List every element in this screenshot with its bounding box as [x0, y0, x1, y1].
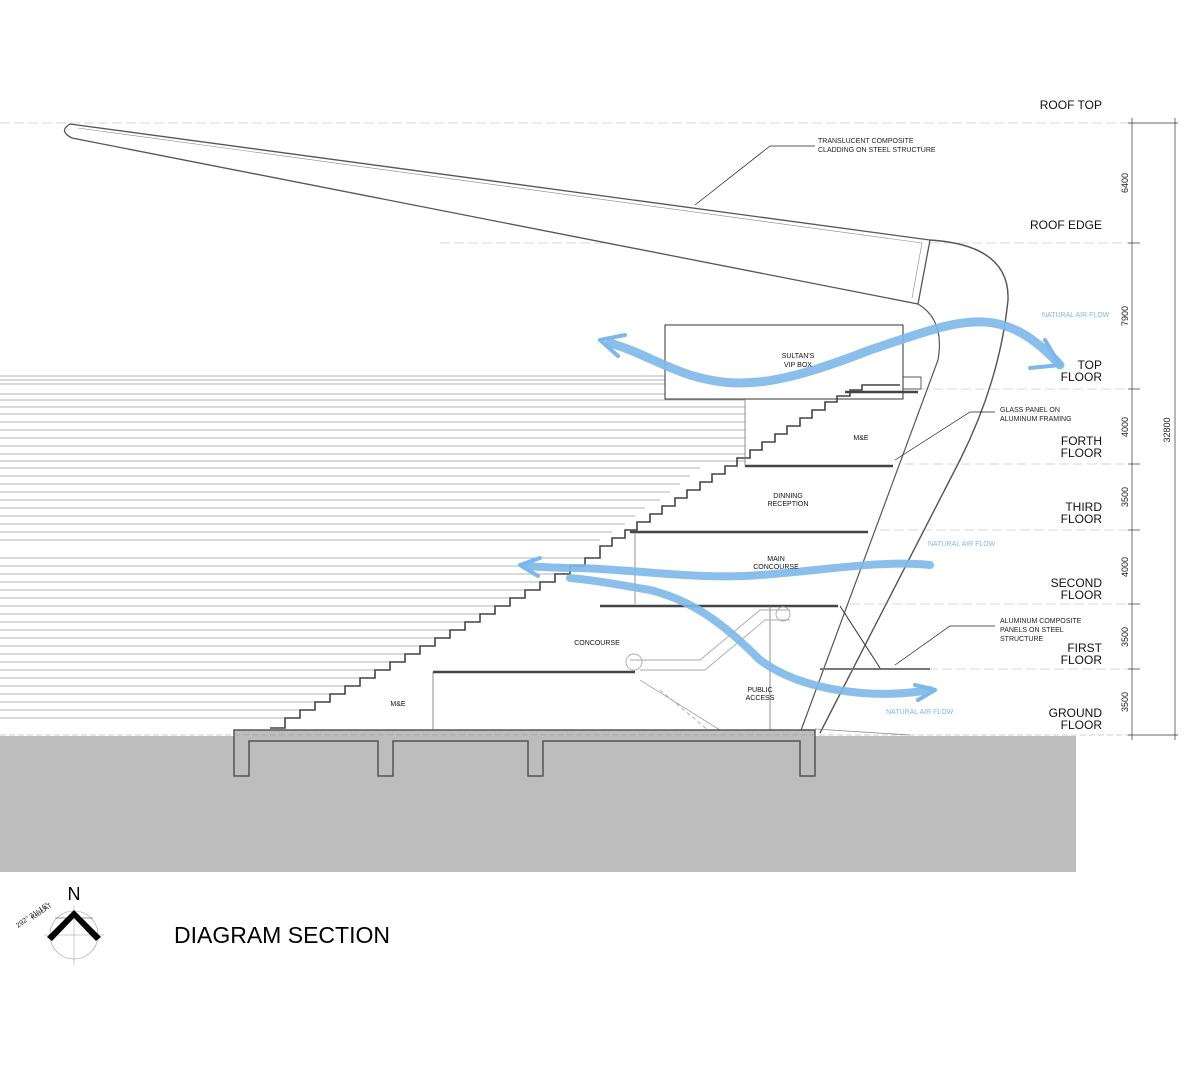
- escalator: [625, 606, 791, 741]
- floor-slabs: [433, 390, 918, 674]
- level-fourth-1: FORTH: [1061, 434, 1102, 448]
- seating-tier-lines: [0, 375, 745, 719]
- room-public-access-1: PUBLIC: [747, 687, 772, 694]
- room-vip-1: SULTAN'S: [782, 353, 815, 360]
- vip-box: [664, 324, 904, 400]
- airflow-label-top: NATURAL AIR FLOW: [1042, 312, 1110, 319]
- facade-curve: [819, 239, 1009, 734]
- grandstand-steps: [270, 384, 900, 729]
- foundation: [233, 729, 816, 777]
- room-concourse: CONCOURSE: [574, 640, 620, 647]
- level-first-1: FIRST: [1067, 641, 1102, 655]
- room-dining-2: RECEPTION: [768, 501, 809, 508]
- level-third-2: FLOOR: [1061, 512, 1103, 526]
- panel-note-line3: STRUCTURE: [1000, 636, 1043, 643]
- north-letter: N: [68, 884, 81, 904]
- panel-note-line2: PANELS ON STEEL: [1000, 627, 1064, 634]
- dim-fourth: 4000: [1120, 417, 1130, 437]
- level-second-1: SECOND: [1051, 576, 1103, 590]
- airflow-arrows: [518, 317, 1065, 702]
- level-roof-edge: ROOF EDGE: [1030, 218, 1102, 232]
- level-ground-1: GROUND: [1049, 706, 1103, 720]
- level-third-1: THIRD: [1065, 500, 1102, 514]
- level-top-1: TOP: [1078, 358, 1102, 372]
- diagram-title: DIAGRAM SECTION: [174, 922, 390, 948]
- roof-note-line2: CLADDING ON STEEL STRUCTURE: [818, 147, 936, 154]
- kiblat-bearing: 292° 31' 16": [15, 901, 51, 930]
- dimension-chain: [1128, 118, 1178, 740]
- glass-note-line1: GLASS PANEL ON: [1000, 407, 1060, 414]
- panel-note-line1: ALUMINUM COMPOSITE: [1000, 618, 1082, 625]
- dim-first: 3500: [1120, 627, 1130, 647]
- room-public-access-2: ACCESS: [746, 695, 775, 702]
- room-me-lower: M&E: [390, 701, 406, 708]
- dim-third: 3500: [1120, 487, 1130, 507]
- dim-ground: 3500: [1120, 692, 1130, 712]
- room-main-concourse-2: CONCOURSE: [753, 564, 799, 571]
- leader-lines: [694, 145, 995, 666]
- interior-walls: [432, 400, 771, 730]
- level-ground-2: FLOOR: [1061, 718, 1103, 732]
- north-arrow: [44, 905, 104, 965]
- airflow-label-mid: NATURAL AIR FLOW: [928, 541, 996, 548]
- level-first-2: FLOOR: [1061, 653, 1103, 667]
- room-me-upper: M&E: [853, 435, 869, 442]
- level-top-2: FLOOR: [1061, 370, 1103, 384]
- dim-second: 4000: [1120, 557, 1130, 577]
- level-roof-top: ROOF TOP: [1040, 98, 1102, 112]
- room-vip-2: VIP BOX: [784, 362, 812, 369]
- dim-overall: 32800: [1162, 417, 1172, 442]
- dim-roof: 6400: [1120, 173, 1130, 193]
- room-dining-1: DINNING: [773, 493, 803, 500]
- roof-cantilever: [63, 123, 931, 305]
- airflow-label-low: NATURAL AIR FLOW: [886, 709, 954, 716]
- dim-top: 7900: [1120, 306, 1130, 326]
- level-fourth-2: FLOOR: [1061, 446, 1103, 460]
- roof-note-line1: TRANSLUCENT COMPOSITE: [818, 138, 914, 145]
- glass-note-line2: ALUMINUM FRAMING: [1000, 416, 1072, 423]
- room-main-concourse-1: MAIN: [767, 556, 785, 563]
- level-second-2: FLOOR: [1061, 588, 1103, 602]
